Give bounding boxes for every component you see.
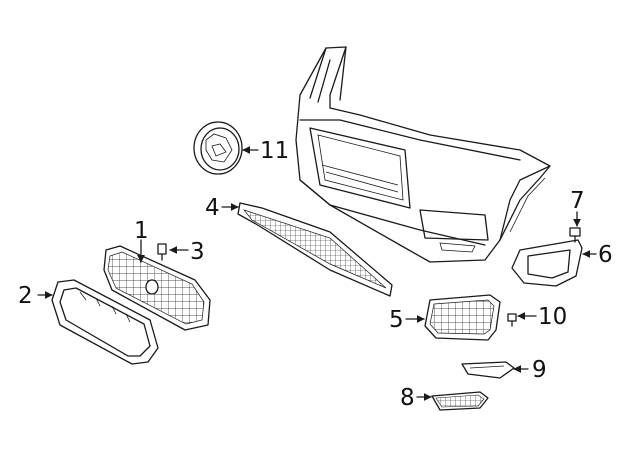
callout-2: 2	[18, 283, 33, 309]
callout-7: 7	[570, 188, 585, 214]
callout-3: 3	[190, 239, 205, 265]
lower-grille-part	[221, 202, 393, 297]
callout-10: 10	[538, 304, 567, 330]
callout-9: 9	[532, 357, 547, 383]
callout-5: 5	[389, 307, 404, 333]
screw-part-10	[507, 312, 537, 327]
grille-surround-part	[37, 279, 159, 365]
fog-grille-part	[405, 294, 501, 341]
callout-1: 1	[134, 218, 149, 244]
callout-11: 11	[260, 138, 289, 164]
screw-part-7	[569, 211, 581, 243]
upper-grille-part	[103, 239, 211, 331]
callout-4: 4	[205, 195, 220, 221]
small-grille-part	[416, 391, 489, 411]
emblem-part	[193, 121, 259, 175]
trim-strip-part	[461, 361, 529, 379]
bumper-cover	[295, 46, 551, 263]
clip-part-3	[157, 243, 189, 261]
callout-8: 8	[400, 385, 415, 411]
callout-6: 6	[598, 242, 613, 268]
bracket-part	[511, 239, 597, 287]
